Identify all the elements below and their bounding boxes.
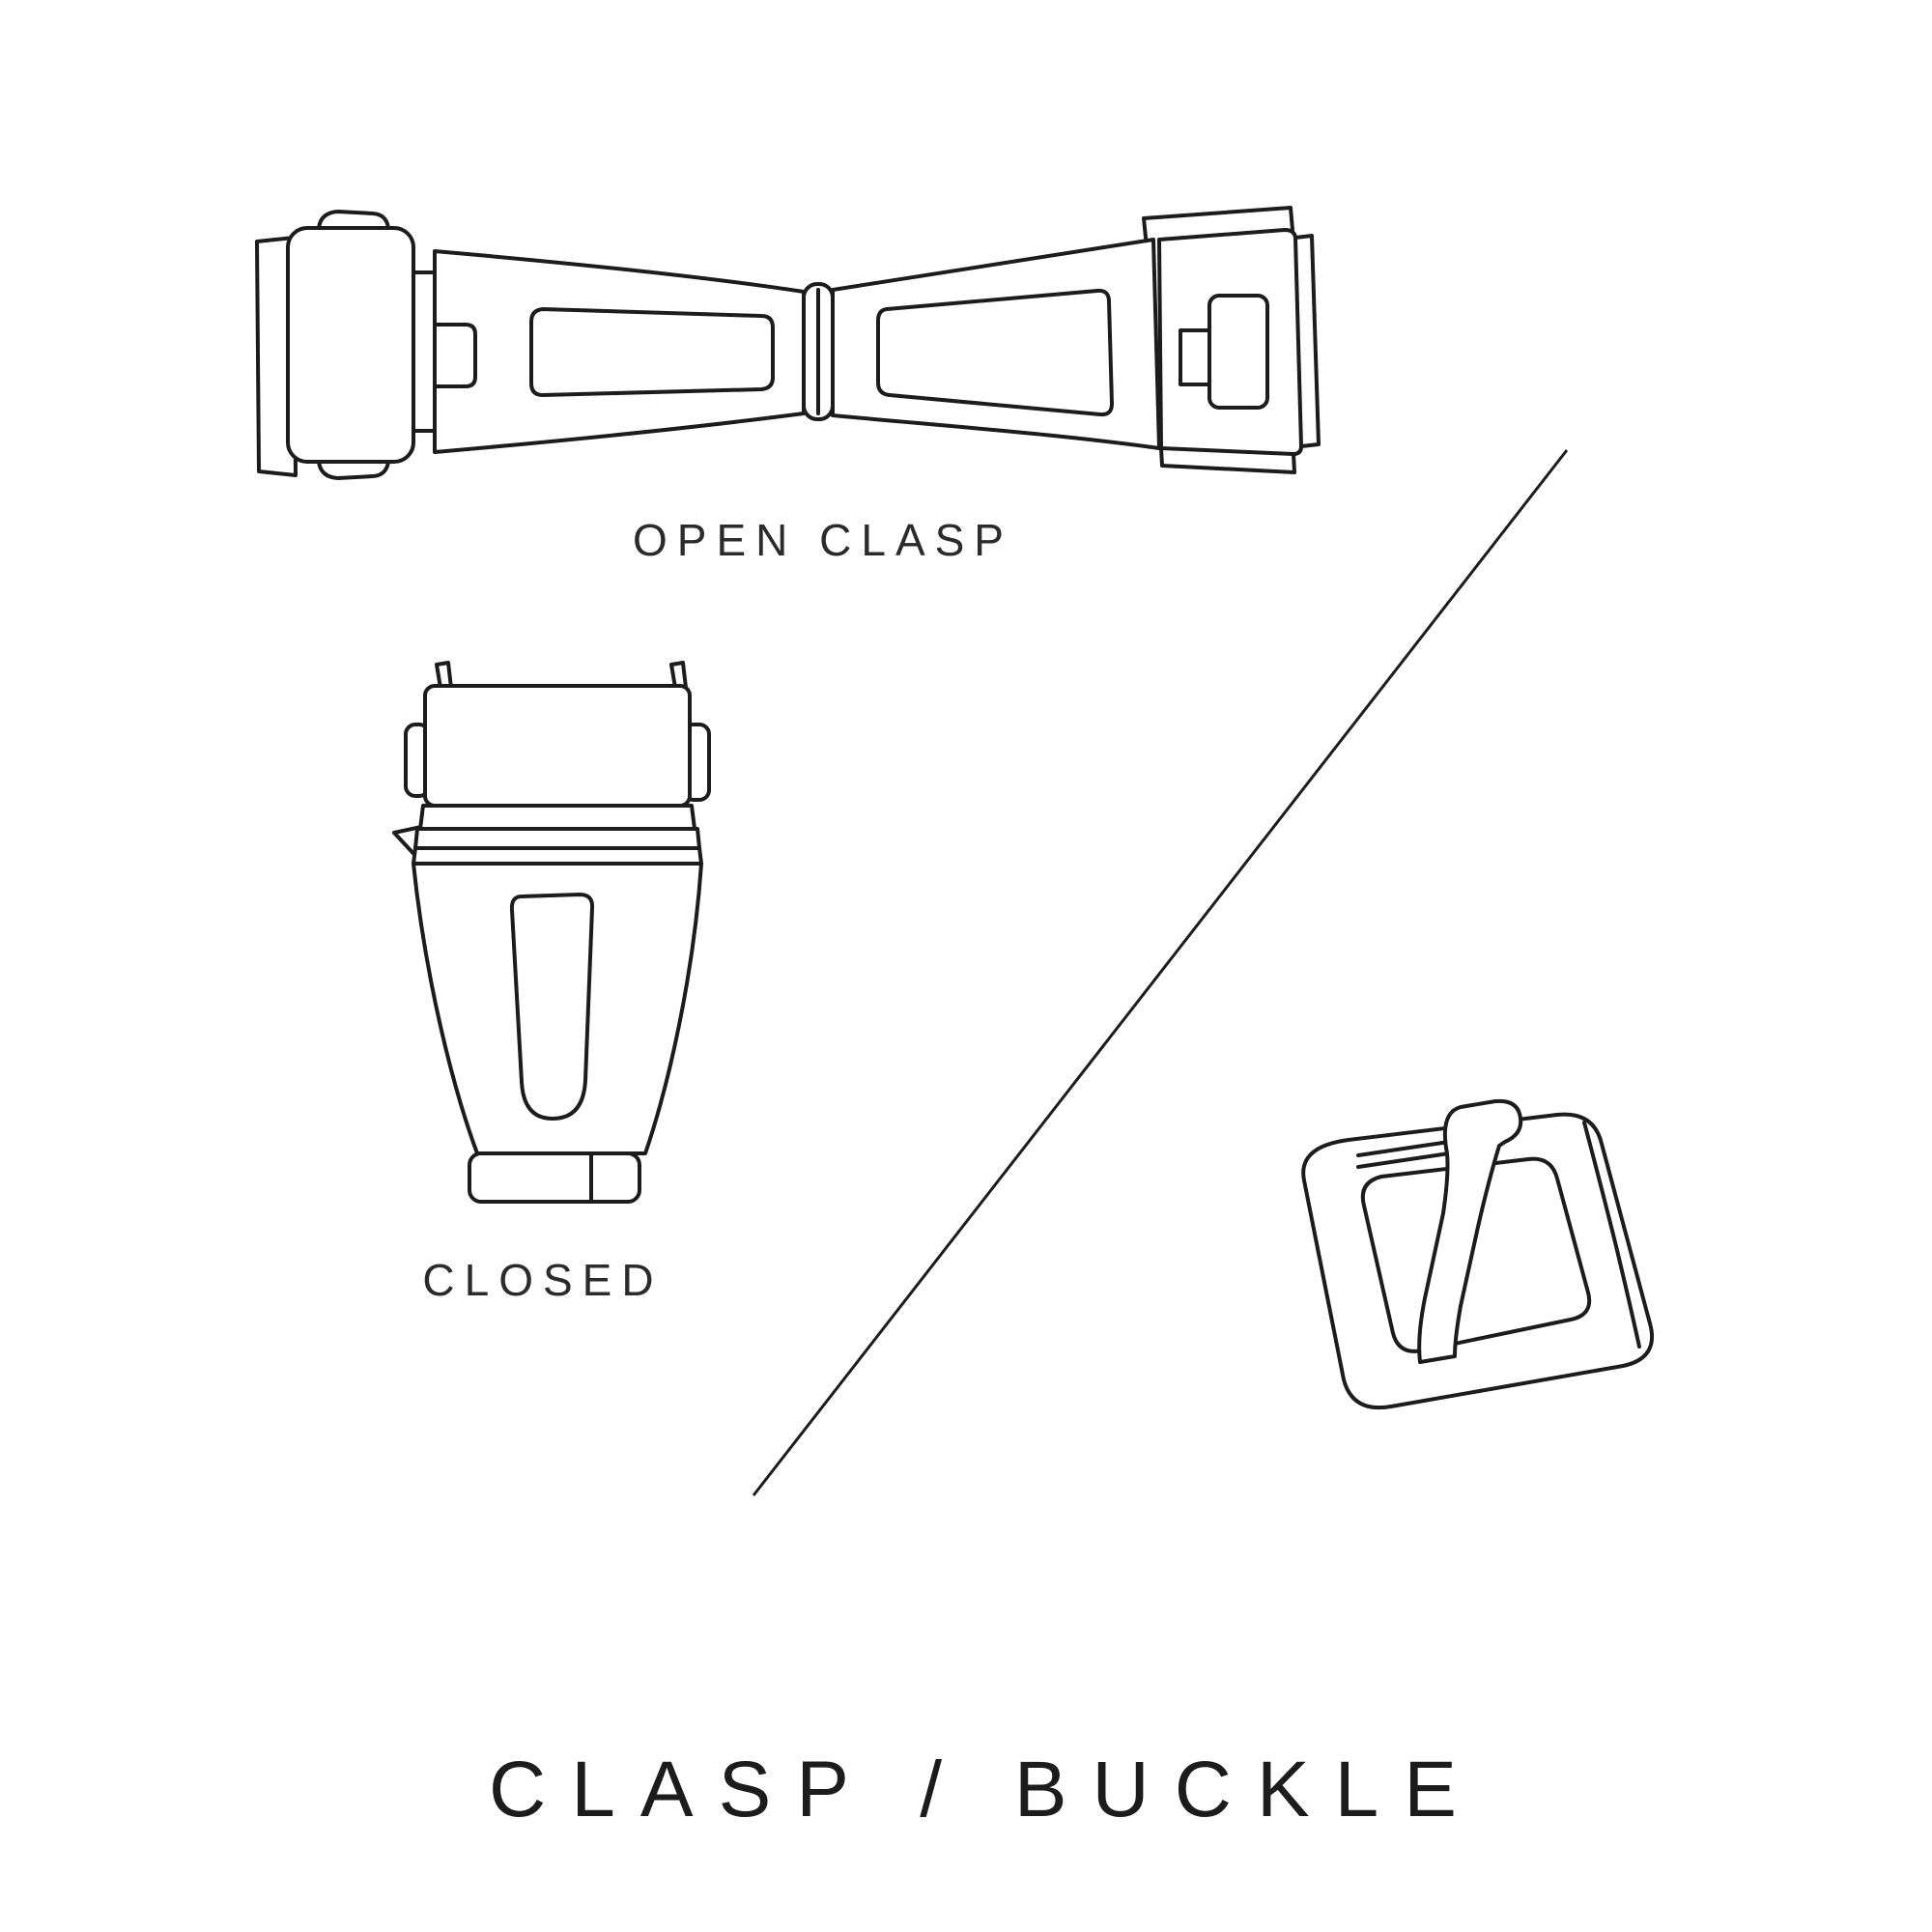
open-clasp-left-arm — [433, 249, 806, 454]
open-clasp-drawing — [255, 206, 1321, 480]
buckle-crossbar — [1356, 1140, 1451, 1169]
open-clasp-hook — [433, 323, 477, 388]
closed-clasp-label: CLOSED — [422, 1255, 664, 1305]
closed-clasp-body — [412, 862, 703, 1155]
open-clasp-connector — [412, 270, 437, 433]
closed-clasp-strip-b — [413, 827, 701, 850]
closed-clasp-prong-right — [669, 661, 688, 690]
open-clasp-right-slot — [876, 288, 1114, 417]
open-clasp-bottom-tab — [317, 460, 390, 480]
closed-clasp-strip-a — [418, 804, 696, 831]
open-clasp-right-strip — [1293, 234, 1321, 448]
buckle-frame-opening — [1360, 1156, 1592, 1353]
open-clasp-left-slot — [529, 307, 775, 397]
open-clasp-catch — [1208, 294, 1269, 410]
open-clasp-end-link — [286, 226, 415, 464]
buckle-tang — [1417, 1098, 1523, 1364]
open-clasp-top-strip — [1142, 206, 1294, 240]
open-clasp-label: OPEN CLASP — [633, 515, 1013, 565]
buckle-side-thickness-line — [1582, 1121, 1641, 1349]
closed-clasp-strip-c — [412, 846, 703, 866]
open-clasp-top-tab — [317, 210, 390, 230]
closed-clasp-top-block — [423, 684, 692, 808]
buckle-drawing — [1301, 1098, 1655, 1410]
closed-clasp-drawing — [392, 661, 711, 1204]
page-title: CLASP / BUCKLE — [489, 1746, 1482, 1833]
open-clasp-catch-bracket — [1179, 328, 1211, 386]
closed-clasp-slot — [509, 893, 595, 1121]
closed-clasp-prong-left — [435, 661, 453, 690]
diagonal-divider-line — [752, 449, 1569, 1496]
open-clasp-bottom-strip — [1159, 446, 1296, 474]
closed-clasp-bottom-cap — [468, 1151, 641, 1204]
